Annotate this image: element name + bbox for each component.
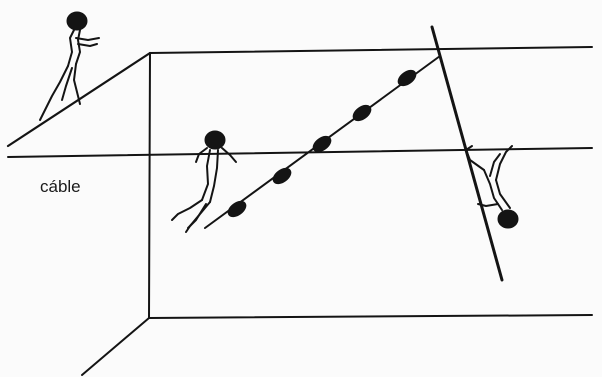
figure-head [67,12,87,30]
figure-head [498,210,518,228]
cable-label: cáble [40,177,81,196]
figure-head [205,131,225,149]
back-corner-edge [149,53,150,318]
